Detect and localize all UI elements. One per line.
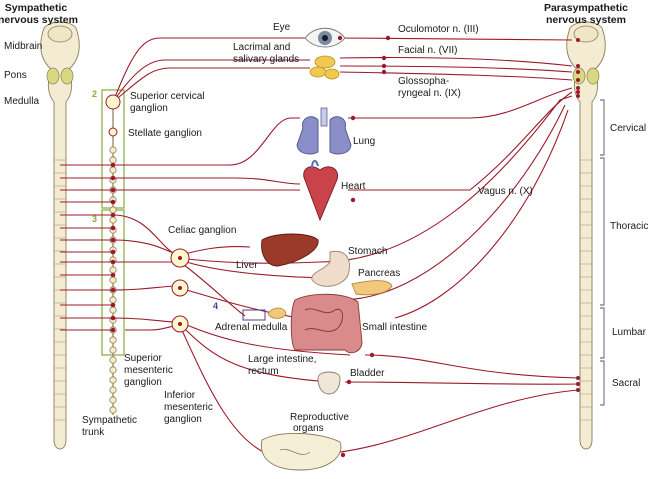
reproductive-label-line1: Reproductive [290,412,349,423]
pancreas-label: Pancreas [358,268,400,279]
superior-mesenteric-label-line1: Superior [124,353,162,364]
reproductive-organs-illustration [260,433,342,471]
lumbar-label: Lumbar [612,327,647,338]
parasympathetic-title-line1: Parasympathetic [544,2,628,14]
superior-cervical-label-line1: Superior cervical [130,91,204,102]
heart-label: Heart [341,181,366,192]
marker-3: 3 [92,214,97,224]
inferior-mesenteric-label-line1: Inferior [164,390,196,401]
eye-label: Eye [273,22,291,33]
organ-synapse-dots [337,35,391,458]
lacrimal-label-line1: Lacrimal and [233,42,290,53]
small-intestine-label: Small intestine [362,322,427,333]
reproductive-label-line2: organs [293,423,324,434]
sympathetic-trunk-label-line2: trunk [82,427,105,438]
superior-cervical-label-line2: ganglion [130,103,168,114]
adrenal-label: Adrenal medulla [215,322,288,333]
sympathetic-chain [109,100,117,415]
superior-mesenteric-label-line2: mesenteric [124,365,173,376]
liver-label: Liver [236,260,258,271]
thoracic-label: Thoracic [610,221,648,232]
large-intestine-label-line1: Large intestine, [248,354,316,365]
midbrain-label: Midbrain [4,41,42,52]
marker-4: 4 [213,301,218,311]
glossopharyngeal-label-line1: Glossopha- [398,76,449,87]
bladder-label: Bladder [350,368,385,379]
pons-label: Pons [4,70,27,81]
adrenal-illustration [242,307,287,321]
sympathetic-trunk-label-line1: Sympathetic [82,415,137,426]
intestine-illustration [290,293,363,354]
stellate-label: Stellate ganglion [128,128,202,139]
lacrimal-salivary-glands-illustration [309,55,340,80]
right-spinal-cord [566,21,606,450]
superior-mesenteric-label-line3: ganglion [124,377,162,388]
inferior-mesenteric-label-line2: mesenteric [164,402,213,413]
cervical-label: Cervical [610,123,646,134]
parasympathetic-title-line2: nervous system [546,14,626,26]
liver-illustration [261,233,319,267]
eye-illustration [304,27,346,48]
sympathetic-title-line1: Sympathetic [5,2,68,14]
lung-illustration [296,107,352,155]
lumbar-bracket [600,307,605,359]
large-intestine-label-line2: rectum [248,366,279,377]
stomach-illustration [311,250,350,287]
facial-label: Facial n. (VII) [398,45,457,56]
thoracic-bracket [600,157,605,306]
stomach-label: Stomach [348,246,387,257]
vagus-label: Vagus n. (X) [478,186,533,197]
pancreas-illustration [351,280,393,296]
sympathetic-title-line2: nervous system [0,14,78,26]
oculomotor-label: Oculomotor n. (III) [398,24,479,35]
bladder-illustration [317,371,341,395]
stellate-ganglion-node [108,127,118,137]
inferior-mesenteric-label-line3: ganglion [164,414,202,425]
lung-label: Lung [353,136,375,147]
heart-illustration [303,160,338,222]
sacral-label: Sacral [612,378,640,389]
marker-2: 2 [92,89,97,99]
celiac-label: Celiac ganglion [168,225,236,236]
glossopharyngeal-label-line2: ryngeal n. (IX) [398,88,461,99]
lacrimal-label-line2: salivary glands [233,54,299,65]
cervical-bracket [600,99,605,156]
superior-cervical-ganglion-node [105,94,121,110]
medulla-label: Medulla [4,96,39,107]
left-spinal-cord [40,21,80,450]
sacral-bracket [600,360,605,406]
